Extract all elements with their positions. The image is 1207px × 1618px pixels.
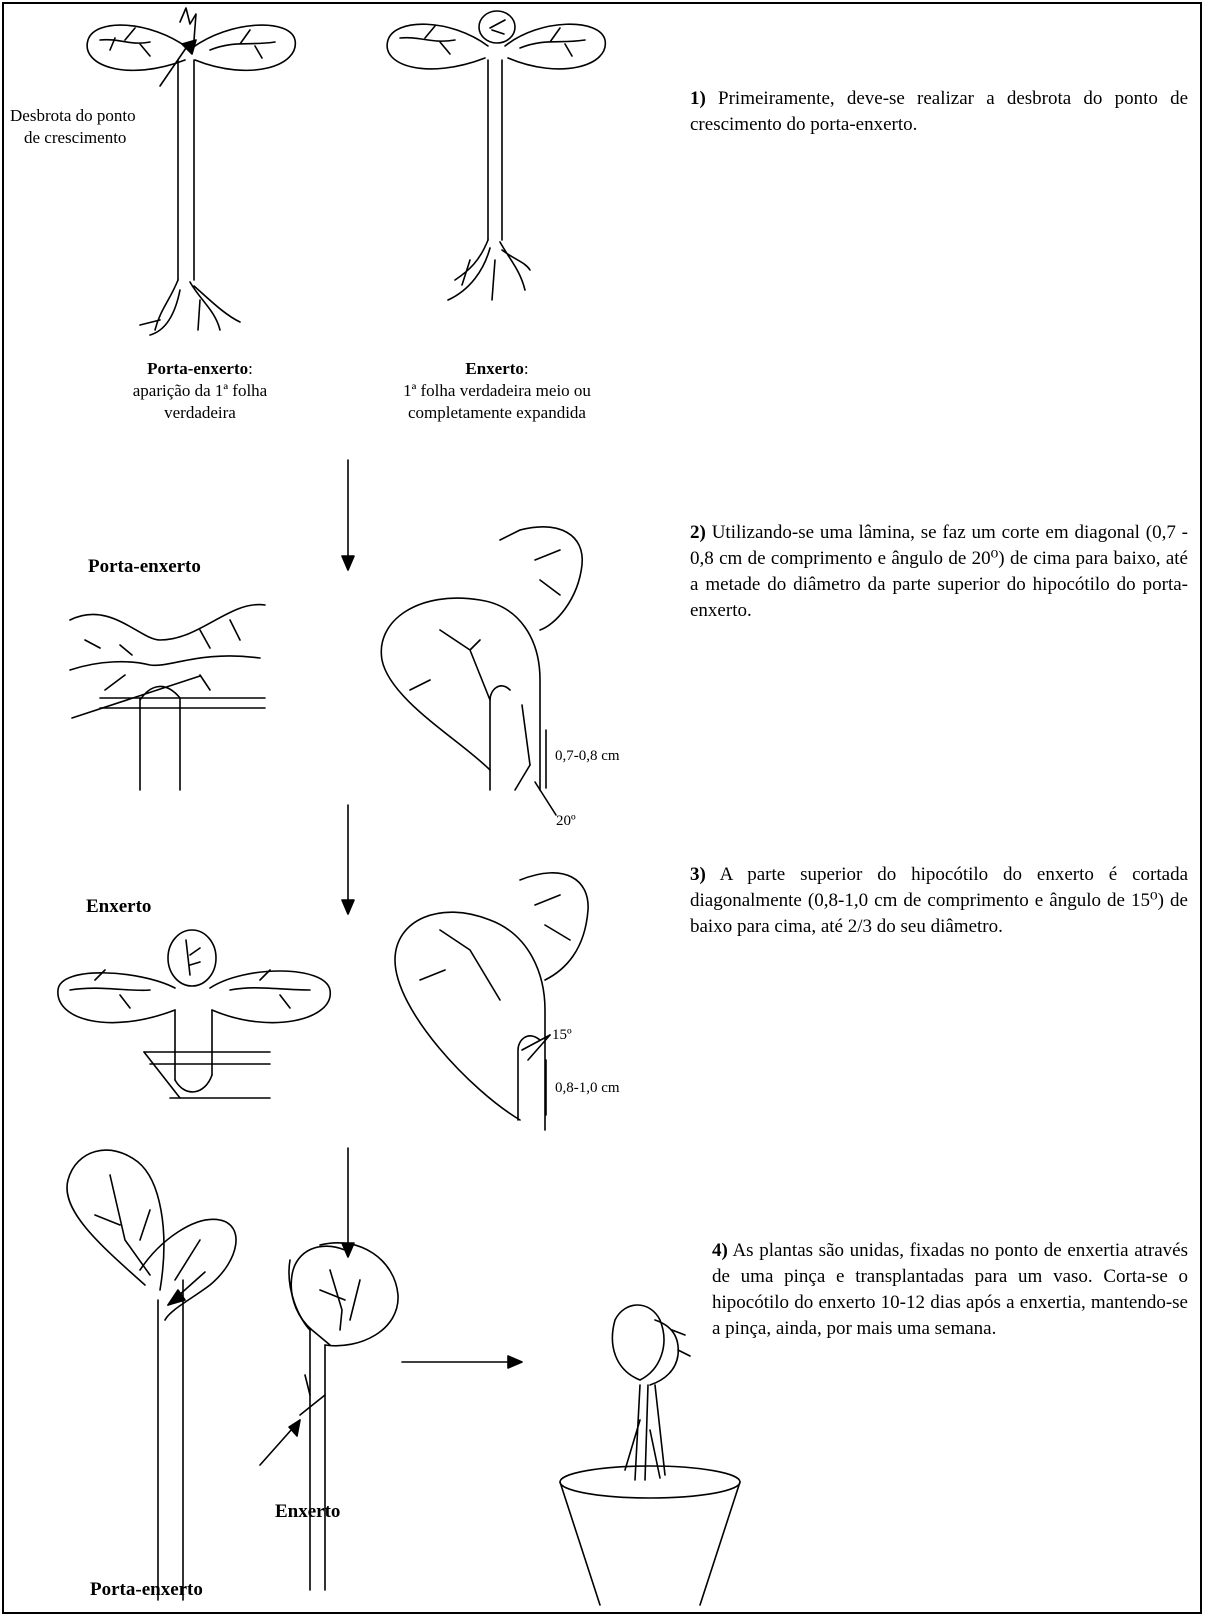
scion-caption-line2: completamente expandida [408,403,586,422]
bottom-rootstock-label: Porta-enxerto [90,1579,203,1600]
scion-caption: Enxerto: 1ª folha verdadeira meio ou com… [372,358,622,424]
scion-seedling-drawing [386,10,606,301]
rootstock-seedling-drawing [86,7,296,336]
step2-rootstock-label: Porta-enxerto [88,556,201,577]
step3-scion-label: Enxerto [86,896,152,917]
step-4-number: 4) [712,1240,728,1261]
rootstock-caption: Porta-enxerto: aparição da 1ª folha verd… [95,358,305,424]
step-3-number: 3) [690,864,706,885]
step3-length-label: 0,8-1,0 cm [555,1080,620,1096]
step2-rootstock-cut-drawing [69,603,266,791]
step-2-text: 2) Utilizando-se uma lâmina, se faz um c… [690,520,1188,624]
scion-caption-title: Enxerto [465,359,524,378]
step3-detail-drawing [394,872,589,1131]
desbrota-annotation: Desbrota do ponto de crescimento [10,105,160,149]
step3-scion-cut-drawing [57,929,331,1099]
desbrota-line1: Desbrota do ponto [10,106,136,125]
step2-length-label: 0,7-0,8 cm [555,748,620,764]
step-2-number: 2) [690,522,706,543]
rootstock-caption-title: Porta-enxerto [147,359,249,378]
rootstock-caption-line1: aparição da 1ª folha [132,381,268,400]
step-4-body: As plantas são unidas, fixadas no ponto … [712,1240,1188,1339]
step4-joined-plants-drawing [66,1149,399,1601]
step-3-text: 3) A parte superior do hipocótilo do enx… [690,862,1188,940]
potted-graft-drawing [559,1304,741,1606]
step-2-body: Utilizando-se uma lâmina, se faz um cort… [690,522,1189,621]
step2-detail-drawing [380,526,583,816]
bottom-scion-label: Enxerto [275,1501,341,1522]
step-1-text: 1) Primeiramente, deve-se realizar a des… [690,86,1188,138]
step-4-text: 4) As plantas são unidas, fixadas no pon… [712,1238,1188,1342]
step-3-body: A parte superior do hipocótilo do enxert… [690,864,1189,937]
step3-angle-label: 15º [552,1027,572,1043]
step2-angle-label: 20º [556,813,576,829]
desbrota-line2: de crescimento [24,128,127,147]
rootstock-caption-line2: verdadeira [164,403,236,422]
step-1-number: 1) [690,88,706,109]
step-1-body: Primeiramente, deve-se realizar a desbro… [690,88,1188,135]
scion-caption-line1: 1ª folha verdadeira meio ou [403,381,591,400]
